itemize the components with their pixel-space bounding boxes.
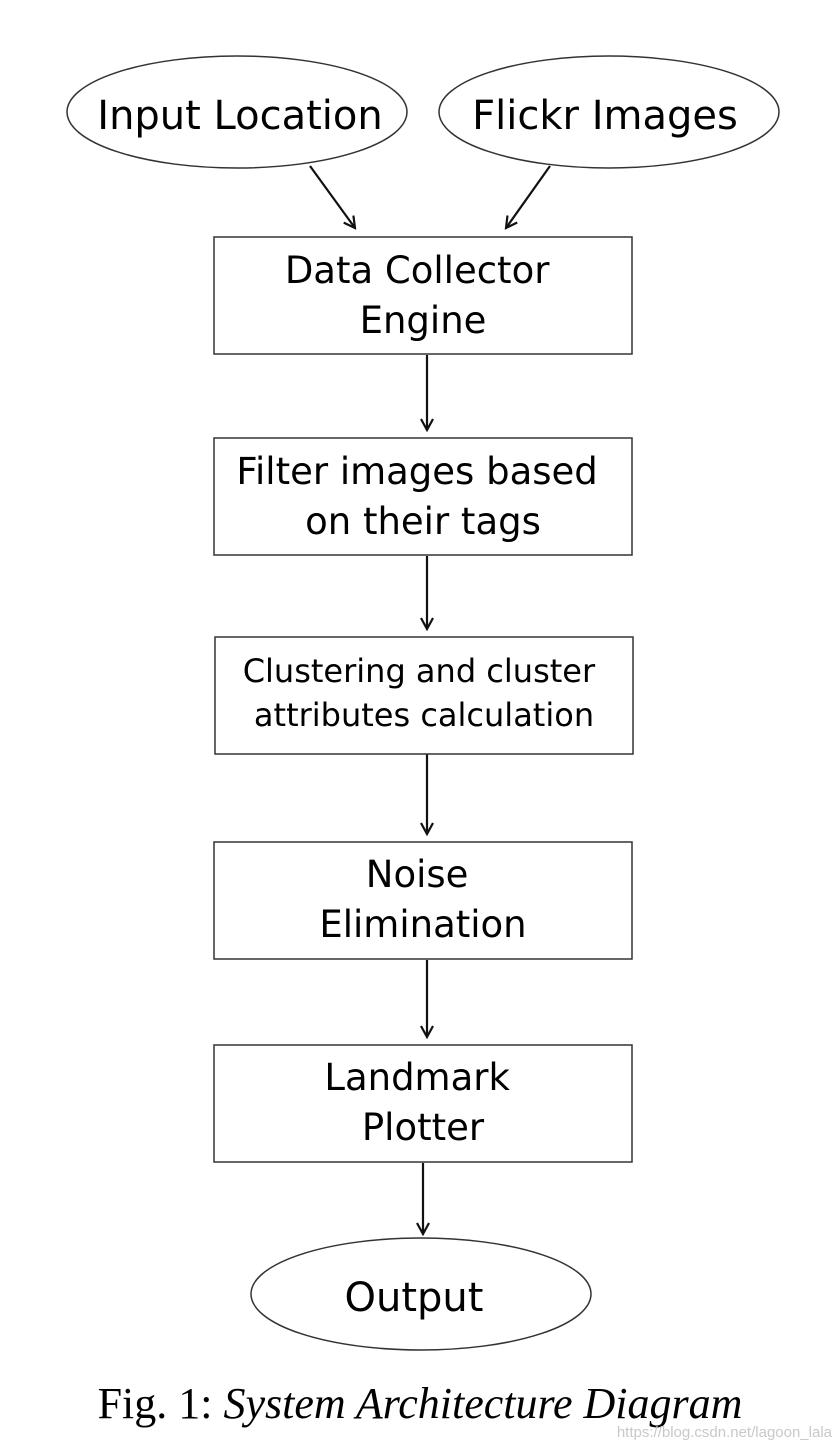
svg-text:Output: Output: [345, 1275, 484, 1321]
flickr-images-label: Flickr Images: [472, 93, 738, 139]
edges: [309, 165, 551, 1234]
clustering-box: [214, 636, 634, 755]
node-flickr-images: Flickr Images: [438, 55, 780, 169]
landmark-plotter-label-line1: Landmark: [324, 1056, 510, 1099]
filter-images-label-line2: on their tags: [305, 500, 541, 543]
svg-text:Noise Elimination: Noise Elimination: [319, 853, 526, 946]
node-clustering: Clustering and cluster attributes calcul…: [214, 636, 634, 755]
noise-elimination-label-line1: Noise: [366, 853, 469, 896]
landmark-plotter-box: [213, 1044, 633, 1163]
noise-elimination-label-line2: Elimination: [319, 903, 526, 946]
input-location-label: Input Location: [97, 93, 382, 139]
node-data-collector: Data Collector Engine: [213, 236, 633, 355]
figure-caption: Fig. 1: System Architecture Diagram: [0, 1376, 840, 1432]
noise-elimination-box: [213, 841, 633, 960]
svg-text:Input Location: Input Location: [97, 93, 382, 139]
node-filter-images: Filter images based on their tags: [213, 437, 633, 556]
svg-text:Data Collector Engine: Data Collector Engine: [285, 249, 561, 342]
svg-text:Filter images based on t: Filter images based on their tags: [236, 450, 609, 543]
clustering-label-line2: attributes calculation: [254, 696, 594, 734]
figure-caption-prefix: Fig. 1:: [97, 1379, 224, 1428]
figure-caption-title: System Architecture Diagram: [223, 1379, 743, 1428]
watermark-text: https://blog.csdn.net/lagoon_lala: [616, 1424, 832, 1441]
node-input-location: Input Location: [66, 55, 408, 169]
svg-text:Landmark Plotter: Landmark Plotter: [324, 1056, 521, 1149]
data-collector-label-line1: Data Collector: [285, 249, 550, 292]
node-landmark-plotter: Landmark Plotter: [213, 1044, 633, 1163]
filter-images-label-line1: Filter images based: [236, 450, 597, 493]
flickr-images-ellipse: [438, 55, 780, 169]
clustering-label-line1: Clustering and cluster: [243, 652, 596, 690]
data-collector-label-line2: Engine: [360, 299, 487, 342]
data-collector-box: [213, 236, 633, 355]
node-output: Output: [250, 1237, 592, 1351]
svg-text:Clustering and cluster a: Clustering and cluster attributes calcul…: [243, 652, 606, 734]
edge-flickr-to-collector: [506, 165, 551, 228]
input-location-ellipse: [66, 55, 408, 169]
output-label: Output: [345, 1275, 484, 1321]
filter-images-box: [213, 437, 633, 556]
node-noise-elimination: Noise Elimination: [213, 841, 633, 960]
landmark-plotter-label-line2: Plotter: [362, 1106, 485, 1149]
svg-text:Flickr Images: Flickr Images: [472, 93, 738, 139]
edge-input-to-collector: [309, 165, 355, 228]
output-ellipse: [250, 1237, 592, 1351]
